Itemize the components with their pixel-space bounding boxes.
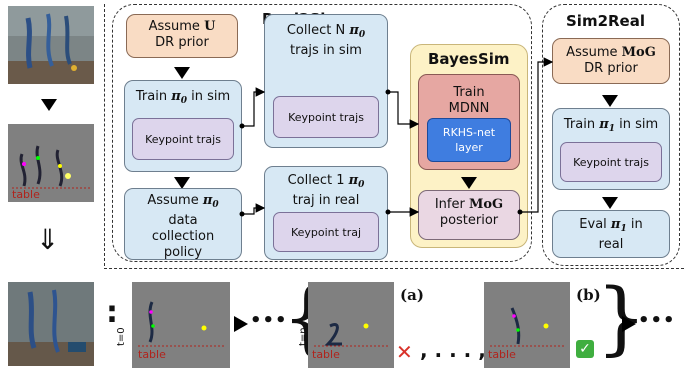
- sim2real-region: [542, 4, 680, 266]
- rkhs-net-layer-box: RKHS-net layer: [427, 118, 511, 162]
- down-triangle-arrow-3: [174, 174, 190, 193]
- down-triangle-arrow-5: [602, 92, 618, 111]
- sim2real-title: Sim2Real: [566, 12, 645, 30]
- arrow-ellipsis-1: [234, 316, 250, 336]
- assume-u-prior-box: Assume U DR prior: [126, 14, 238, 58]
- arrow-ellipsis-2: [622, 316, 638, 336]
- comma-ellipsis: , . . . ,: [420, 338, 486, 362]
- down-triangle-arrow-4: [461, 174, 477, 193]
- horizontal-separator: [104, 268, 684, 269]
- vertical-separator: [104, 4, 105, 266]
- real-robot-photo-bottom: [8, 282, 94, 366]
- collect-real-keypoint-traj: Keypoint traj: [273, 212, 379, 252]
- train-pi0-keypoint-trajs: Keypoint trajs: [132, 118, 234, 160]
- real2sim-region: [112, 4, 532, 262]
- sim-frame-tn-b: table: [484, 282, 570, 368]
- real-robot-photo-top: [8, 6, 94, 84]
- t0-label: t=0: [116, 327, 127, 346]
- ellipsis-1: •••: [250, 310, 288, 331]
- assume-pi0-policy-box: Assume π0 data collection policy: [124, 188, 242, 260]
- label-a: (a): [400, 286, 424, 304]
- down-triangle-arrow-1: [41, 96, 57, 115]
- right-brace: }: [596, 271, 647, 364]
- down-triangle-arrow-2: [174, 64, 190, 83]
- label-b: (b): [576, 286, 601, 304]
- ellipsis-2: •••: [638, 310, 676, 331]
- sim-frame-t0: table: [132, 282, 230, 368]
- table-label-a: table: [312, 348, 340, 361]
- sim-frame-tn-a: table: [308, 282, 394, 368]
- down-triangle-arrow-6: [602, 194, 618, 213]
- infer-mog-box: Infer MoG posterior: [418, 190, 520, 240]
- table-label-t0: table: [138, 348, 166, 361]
- double-down-arrow-icon: ⇓: [36, 223, 60, 256]
- table-label-left: table: [12, 188, 40, 201]
- bayessim-title: BayesSim: [428, 50, 510, 68]
- cross-icon: ✕: [396, 340, 413, 364]
- eval-pi1-box: Eval π1 in real: [552, 210, 670, 258]
- check-icon: ✓: [576, 340, 594, 358]
- colon-dots: :: [106, 295, 118, 330]
- table-label-b: table: [488, 348, 516, 361]
- collect-sim-keypoint-trajs: Keypoint trajs: [273, 96, 379, 138]
- keypoint-sim-panel-left: table: [8, 124, 94, 202]
- assume-mog-prior-box: Assume MoG DR prior: [552, 38, 670, 84]
- train-pi1-keypoint-trajs: Keypoint trajs: [560, 142, 662, 182]
